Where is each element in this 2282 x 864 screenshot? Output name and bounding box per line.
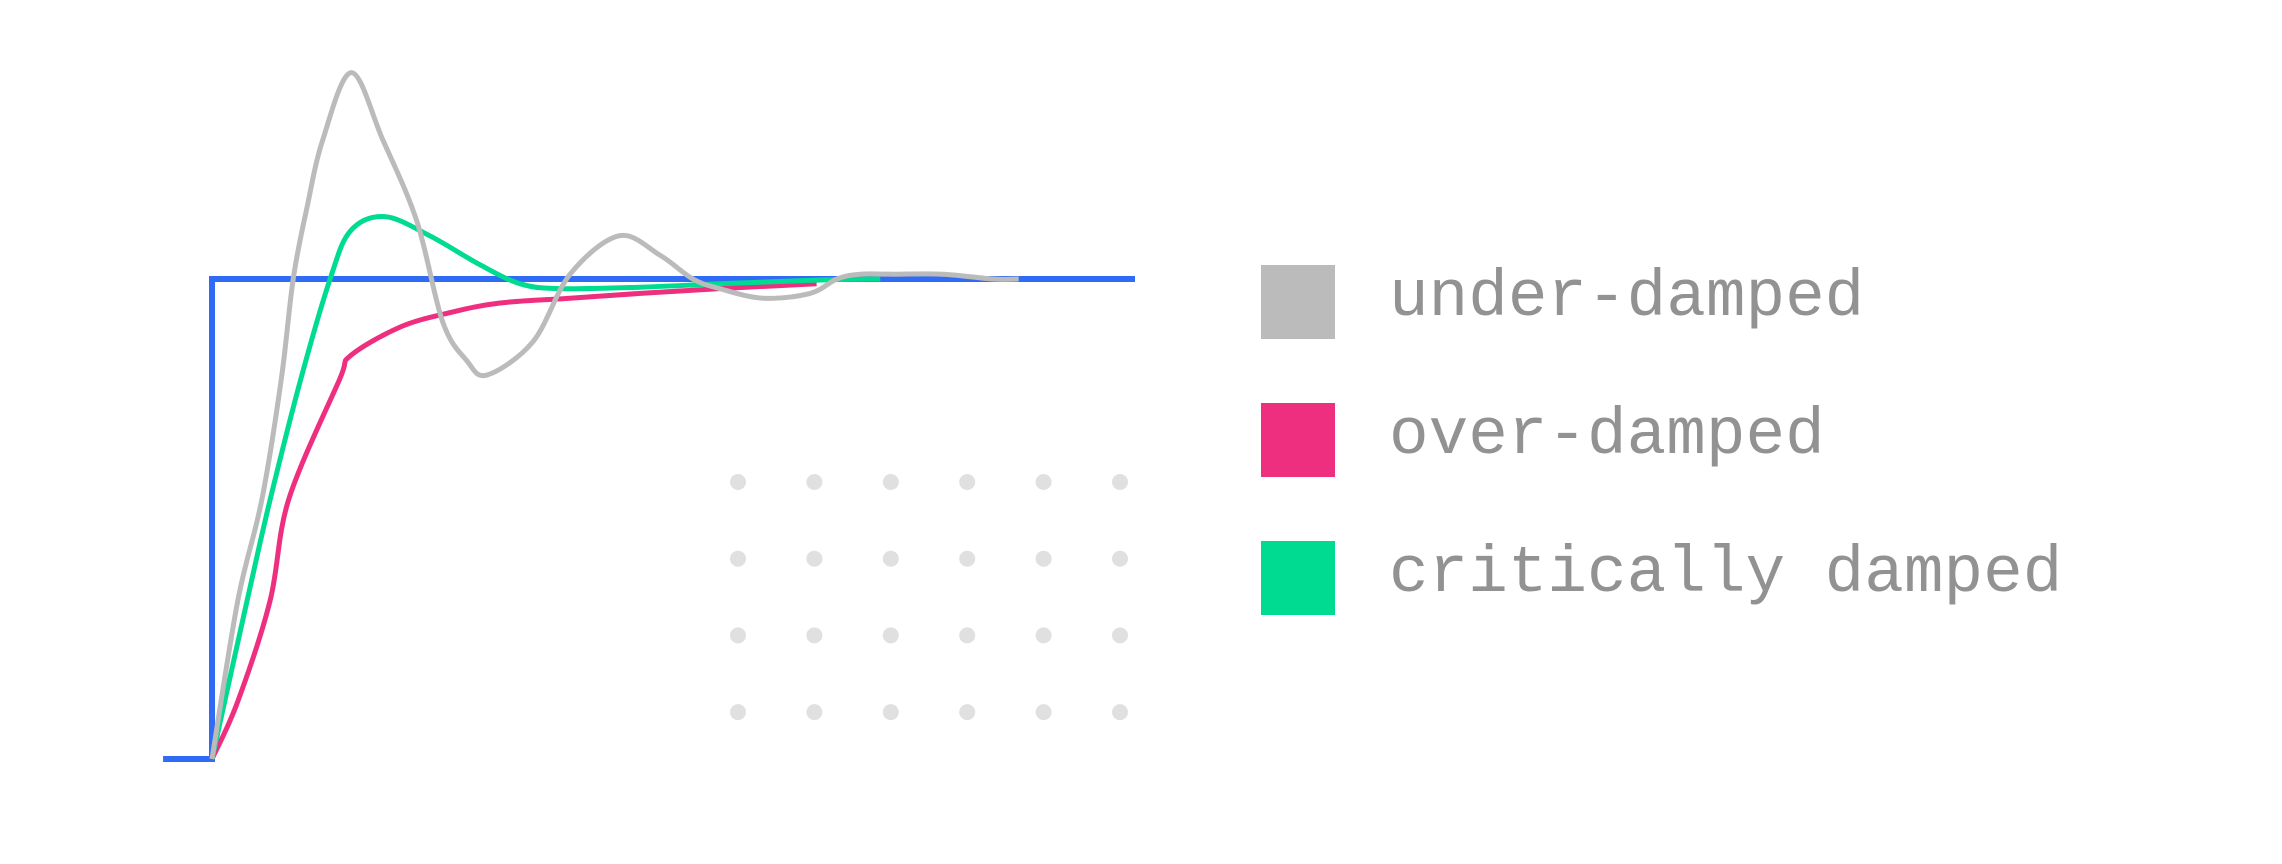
grid-dot (806, 627, 823, 644)
series-line-over-damped (209, 281, 817, 761)
series-line-critically-damped (209, 214, 881, 760)
legend-swatch-critically-damped (1261, 541, 1335, 615)
grid-dot (1112, 550, 1128, 567)
grid-dot (959, 474, 976, 490)
dot-grid-decoration (730, 474, 1128, 721)
legend-label-critically-damped: critically damped (1389, 536, 2063, 611)
legend-swatch-under-damped (1261, 265, 1335, 339)
grid-dot (806, 550, 823, 567)
grid-dot (1112, 627, 1128, 644)
grid-dot (959, 627, 976, 644)
legend-item-critically-damped: critically damped (1261, 537, 2062, 615)
grid-dot (1112, 474, 1128, 490)
legend-item-over-damped: over-damped (1261, 399, 2061, 477)
legend-item-under-damped: under-damped (1261, 261, 2061, 339)
grid-dot (730, 704, 746, 721)
grid-dot (1035, 627, 1052, 644)
grid-dot (882, 550, 899, 567)
grid-dot (882, 474, 899, 490)
legend-label-under-damped: under-damped (1389, 260, 1865, 335)
grid-dot (1035, 550, 1052, 567)
grid-dot (1112, 704, 1128, 721)
grid-dot (730, 550, 746, 567)
grid-dot (882, 627, 899, 644)
series-line-under-damped (209, 70, 1019, 760)
grid-dot (1035, 474, 1052, 490)
legend-swatch-over-damped (1261, 403, 1335, 477)
grid-dot (730, 627, 746, 644)
grid-dot (1035, 704, 1052, 721)
setpoint-step-line (163, 276, 1135, 762)
grid-dot (882, 704, 899, 721)
series-layer (209, 70, 1019, 761)
grid-dot (730, 474, 746, 490)
grid-dot (806, 474, 823, 490)
grid-dot (959, 550, 976, 567)
setpoint-layer (163, 276, 1135, 762)
legend-label-over-damped: over-damped (1389, 398, 1825, 473)
grid-dot (806, 704, 823, 721)
grid-dot (959, 704, 976, 721)
